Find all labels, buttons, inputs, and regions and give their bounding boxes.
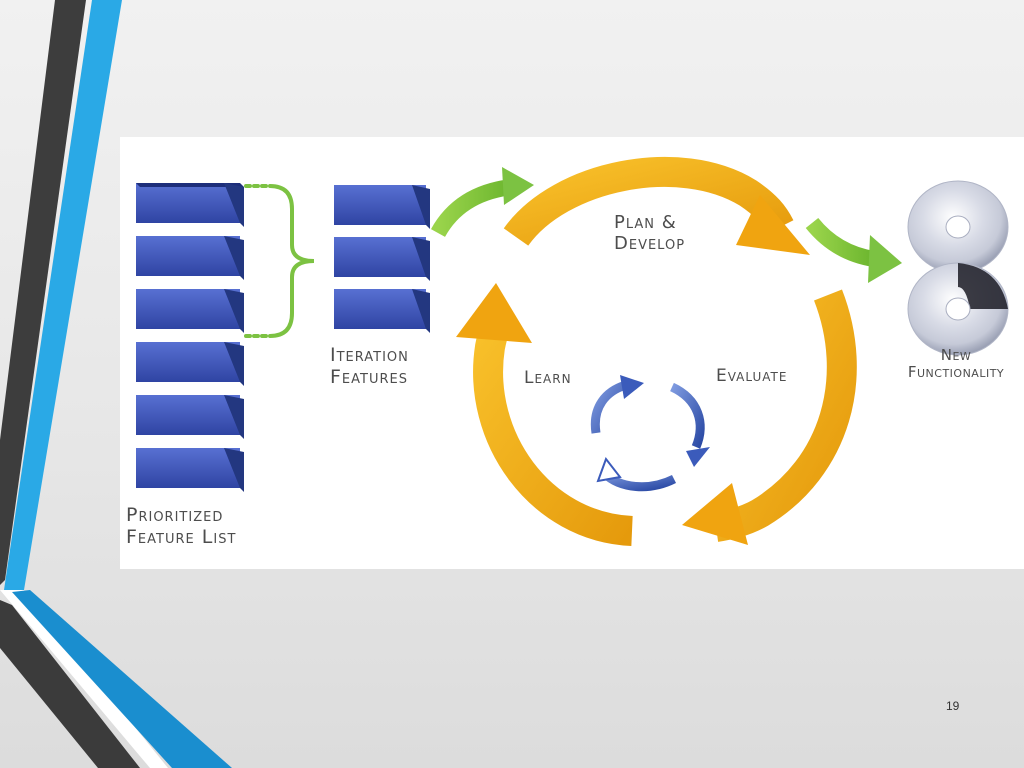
- iteration-feature-blocks: [334, 185, 430, 333]
- agile-diagram: Prioritized Feature List Iteration Featu…: [120, 137, 1024, 569]
- green-brace: [244, 184, 315, 338]
- feature-block: [136, 236, 244, 280]
- feature-block: [136, 395, 244, 439]
- inner-cycle-icon: [590, 375, 710, 492]
- cycle-arrow-evaluate: [682, 289, 857, 545]
- feature-block: [334, 237, 430, 281]
- dark-corner-stripe: [0, 600, 140, 768]
- feature-block: [136, 289, 244, 333]
- feature-block: [136, 183, 244, 227]
- green-arrow-in: [430, 167, 534, 238]
- disc-icon: [907, 180, 1009, 356]
- feature-block: [334, 289, 430, 333]
- evaluate-label: Evaluate: [716, 366, 788, 386]
- feature-block: [136, 448, 244, 492]
- blue-corner-stripe: [12, 590, 232, 768]
- prioritized-feature-list-label: Prioritized Feature List: [126, 504, 237, 548]
- new-functionality-label: New Functionality: [907, 346, 1005, 382]
- prioritized-feature-blocks: [136, 183, 244, 492]
- blue-left-stripe: [4, 0, 122, 590]
- learn-label: Learn: [524, 368, 572, 388]
- iteration-features-label: Iteration Features: [330, 344, 409, 388]
- cycle-arrow-plan: [503, 156, 810, 255]
- page-number: 19: [946, 699, 960, 713]
- white-corner-stripe: [0, 590, 168, 768]
- plan-develop-label: Plan & Develop: [614, 212, 686, 254]
- cycle-arrow-learn: [456, 283, 634, 546]
- feature-block: [334, 185, 430, 229]
- feature-block: [136, 342, 244, 386]
- dark-left-stripe: [0, 0, 86, 585]
- green-arrow-out: [805, 217, 902, 283]
